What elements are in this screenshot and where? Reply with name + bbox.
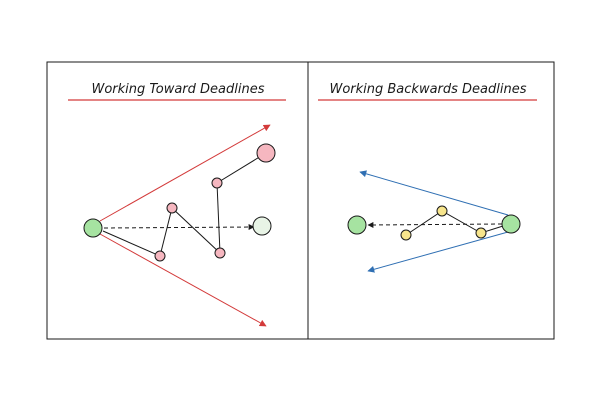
right-end-node (347, 215, 367, 235)
right-lower-arrow (367, 231, 509, 273)
left-pink-node (154, 250, 166, 262)
left-lower-arrow (99, 233, 267, 327)
right-direct-dashed-arrow (367, 221, 503, 228)
right-upper-arrow (359, 170, 509, 216)
right-yellow-node (400, 229, 412, 241)
left-direct-dashed-arrow (103, 224, 255, 231)
left-pink-node (211, 177, 223, 189)
right-panel-title: Working Backwards Deadlines (329, 82, 526, 97)
left-target-node (252, 216, 272, 236)
right-panel-frame (307, 61, 555, 340)
left-pink-node (166, 202, 178, 214)
left-end-pink-node (256, 143, 276, 163)
left-start-node (83, 218, 103, 238)
left-zigzag-path (102, 152, 267, 257)
right-yellow-node (475, 227, 487, 239)
right-yellow-node (436, 205, 448, 217)
right-zigzag-path (405, 210, 504, 236)
left-pink-node (214, 247, 226, 259)
left-panel-title: Working Toward Deadlines (92, 82, 265, 97)
left-panel-frame (46, 61, 309, 340)
left-upper-arrow (99, 124, 271, 222)
right-start-node (501, 214, 521, 234)
